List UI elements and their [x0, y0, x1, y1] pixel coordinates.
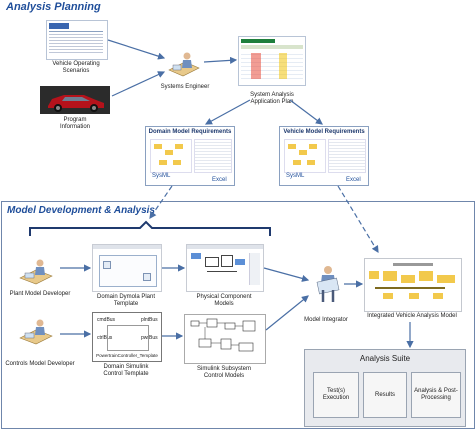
- pwrbus-port-label: pwrBus: [141, 335, 158, 341]
- simulink-block-diagram-icon: [190, 318, 256, 352]
- integrated-vehicle-analysis-model-thumbnail: [364, 258, 462, 312]
- systems-engineer-label: Systems Engineer: [160, 84, 210, 90]
- vehicle-model-requirements-box: Vehicle Model Requirements SysML Excel: [279, 126, 369, 186]
- physical-component-models-thumbnail: [186, 244, 264, 292]
- results-cell: Results: [363, 372, 407, 418]
- domain-simulink-control-template-thumbnail: cmdBus plntBus ctrlBus pwrBus Powertrain…: [92, 312, 162, 362]
- system-analysis-plan-label: System Analysis Application Plan: [250, 92, 294, 105]
- template-caption: PowertrainController_Template: [96, 353, 158, 358]
- model-development-title: Model Development & Analysis: [7, 205, 155, 216]
- arrow-scenarios-to-engineer: [107, 39, 166, 60]
- simulink-subsystem-control-models-thumbnail: [184, 314, 266, 364]
- analysis-suite-panel: Analysis Suite Test(s) Execution Results…: [304, 349, 466, 427]
- model-integrator-figure: [314, 264, 342, 304]
- controls-model-developer-figure: [18, 316, 54, 346]
- controls-model-developer-label: Controls Model Developer: [5, 361, 75, 367]
- sysml-label: SysML: [286, 173, 305, 179]
- domain-dymola-plant-template-label: Domain Dymola Plant Template: [96, 294, 156, 307]
- analysis-planning-title: Analysis Planning: [6, 1, 101, 13]
- plant-model-developer-figure: [18, 256, 54, 286]
- integrated-vehicle-analysis-model-label: Integrated Vehicle Analysis Model: [367, 313, 457, 319]
- plntbus-port-label: plntBus: [141, 317, 158, 323]
- program-information-label: Program Information: [59, 117, 90, 130]
- domain-model-requirements-title: Domain Model Requirements: [148, 129, 232, 135]
- ctrlbus-port-label: ctrlBus: [97, 335, 113, 341]
- domain-model-requirements-box: Domain Model Requirements SysML Excel: [145, 126, 235, 186]
- red-car-icon: [40, 86, 110, 114]
- domain-dymola-plant-template-thumbnail: [92, 244, 162, 292]
- simulink-subsystem-control-models-label: Simulink Subsystem Control Models: [196, 366, 252, 379]
- analysis-post-processing-label: Analysis & Post- Processing: [414, 388, 458, 401]
- engineer-at-desk-icon: [168, 52, 200, 77]
- plant-model-developer-label: Plant Model Developer: [9, 291, 71, 297]
- excel-label: Excel: [212, 177, 227, 183]
- arrow-engineer-to-plan: [203, 56, 238, 64]
- model-integrator-label: Model Integrator: [304, 317, 348, 323]
- excel-label: Excel: [346, 177, 361, 183]
- vehicle-scenarios-thumbnail: [46, 20, 108, 60]
- cmdbus-port-label: cmdBus: [97, 317, 116, 323]
- domain-simulink-control-template-label: Domain Simulink Control Template: [103, 364, 149, 377]
- developer-at-desk-icon: [19, 259, 53, 285]
- vehicle-operating-scenarios-label: Vehicle Operating Scenarios: [52, 61, 100, 74]
- tests-execution-cell: Test(s) Execution: [313, 372, 359, 418]
- vehicle-model-requirements-title: Vehicle Model Requirements: [283, 129, 365, 135]
- developer-at-desk-icon: [19, 319, 53, 345]
- analysis-post-processing-cell: Analysis & Post- Processing: [411, 372, 461, 418]
- sysml-label: SysML: [152, 173, 171, 179]
- tests-execution-label: Test(s) Execution: [322, 388, 350, 401]
- integrator-person-icon: [316, 266, 340, 302]
- systems-engineer-figure: [167, 50, 201, 78]
- results-label: Results: [374, 391, 395, 398]
- analysis-suite-title: Analysis Suite: [359, 354, 411, 363]
- program-information-photo: [40, 86, 110, 114]
- system-analysis-plan-thumbnail: [238, 36, 306, 86]
- physical-component-models-label: Physical Component Models: [196, 294, 252, 307]
